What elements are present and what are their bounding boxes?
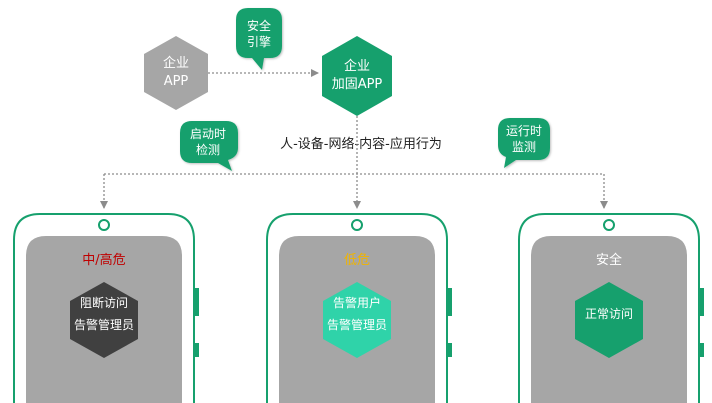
action-line1: 阻断访问 (80, 295, 128, 310)
phone-low-risk: 低危 告警用户 告警管理员 (266, 213, 452, 403)
phone-camera (603, 219, 615, 231)
phone-side-button (448, 343, 452, 357)
phone-safe: 安全 正常访问 (518, 213, 704, 403)
phone-camera (351, 219, 363, 231)
security-engine-line1: 安全 (247, 18, 271, 33)
phone-high-risk: 中/高危 阻断访问 告警管理员 (13, 213, 199, 403)
security-engine-bubble (236, 8, 282, 70)
security-engine-line2: 引擎 (247, 34, 271, 49)
hardened-app-node: 企业 加固APP (322, 36, 392, 116)
risk-level-label: 低危 (344, 253, 370, 268)
enterprise-app-node: 企业 APP (144, 36, 208, 110)
runtime-monitoring-line2: 监测 (512, 140, 536, 154)
risk-level-label: 安全 (596, 252, 622, 268)
phone-side-button (700, 343, 704, 357)
hardened-app-line2: 加固APP (332, 77, 383, 92)
enterprise-app-line2: APP (164, 74, 189, 89)
hardened-app-hexagon (322, 36, 392, 116)
hardened-app-line1: 企业 (344, 58, 370, 74)
action-line1: 告警用户 (333, 295, 381, 310)
risk-level-label: 中/高危 (82, 252, 125, 268)
phone-side-button (700, 288, 704, 316)
action-hexagon (575, 282, 643, 358)
phone-side-button (448, 288, 452, 316)
action-line2: 告警管理员 (74, 317, 134, 332)
runtime-monitoring-bubble (498, 118, 550, 168)
phone-side-button (195, 343, 199, 357)
launch-detection-line1: 启动时 (190, 127, 226, 141)
behavior-box (250, 126, 472, 160)
action-hexagon (70, 282, 138, 358)
enterprise-app-line1: 企业 (163, 55, 189, 71)
enterprise-app-hexagon (144, 36, 208, 110)
action-hexagon (323, 282, 391, 358)
launch-detection-line2: 检测 (196, 142, 220, 157)
phone-camera (98, 219, 110, 231)
behavior-label: 人-设备-网络-内容-应用行为 (280, 136, 442, 152)
launch-detection-bubble (180, 121, 238, 171)
action-line1: 正常访问 (585, 307, 633, 321)
phone-side-button (195, 288, 199, 316)
runtime-monitoring-line1: 运行时 (506, 124, 542, 138)
action-line2: 告警管理员 (327, 317, 387, 332)
